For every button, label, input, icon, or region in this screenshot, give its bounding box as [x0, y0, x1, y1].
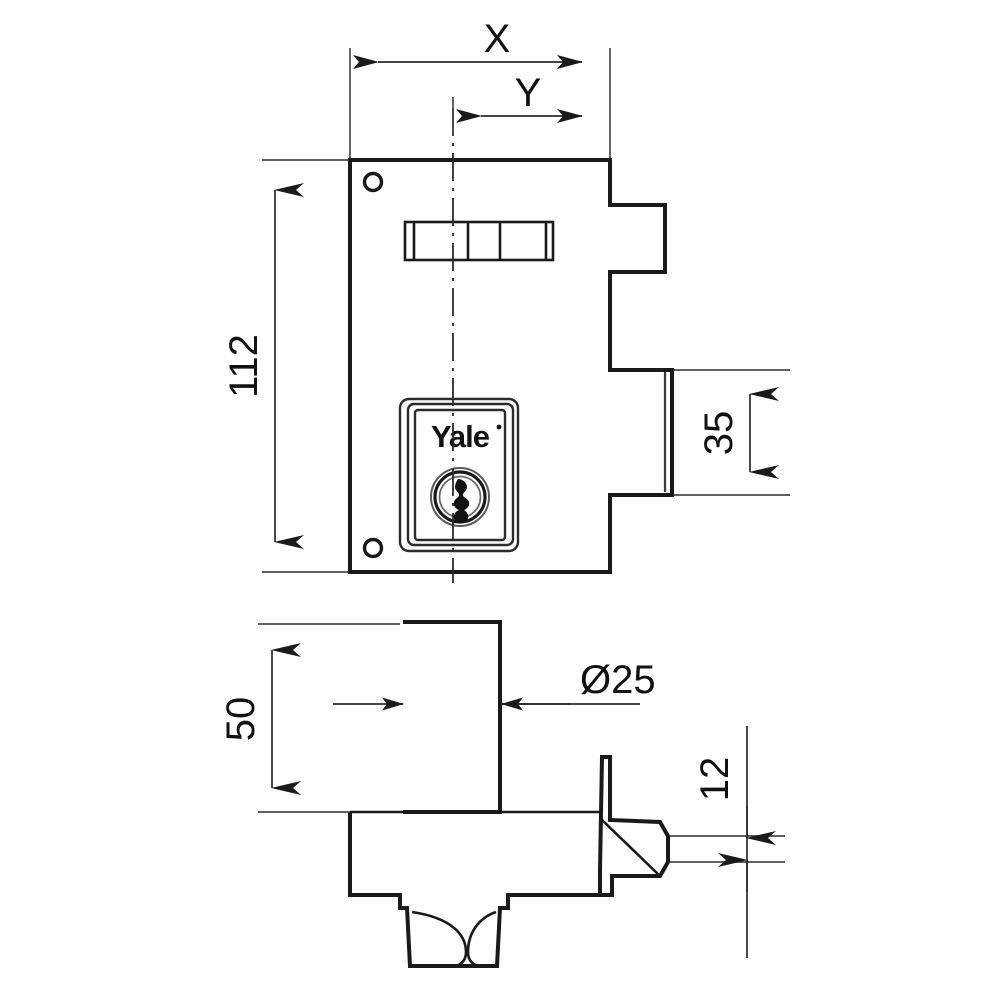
bolt-nose-group — [411, 910, 497, 968]
dim-x-label: X — [484, 17, 511, 61]
dim-y-label: Y — [515, 71, 542, 115]
bolt-nose-lobe-right — [466, 910, 497, 968]
yale-wordmark: Yale — [431, 419, 490, 454]
dim-d25-label: Ø25 — [580, 658, 656, 702]
latch-chamfer-diagonal — [601, 819, 661, 877]
dim-112-label: 112 — [222, 334, 266, 398]
dimension-x: X — [349, 17, 611, 158]
dimension-35: 35 — [674, 369, 790, 496]
cylinder-barrel — [403, 620, 502, 814]
mounting-hole-bottom — [362, 537, 384, 559]
yale-registered-dot — [496, 424, 502, 430]
dimension-112: 112 — [222, 159, 348, 573]
bolt-window-outer — [403, 220, 555, 262]
mounting-hole-top — [362, 171, 384, 193]
dimension-50: 50 — [219, 623, 400, 813]
latch-outline — [609, 818, 670, 878]
keyhole-silhouette — [453, 479, 470, 524]
bottom-view-group: Ø25 50 12 — [219, 620, 785, 968]
dimension-y: Y — [452, 71, 583, 135]
dim-35-label: 35 — [697, 411, 741, 456]
bolt-window-group — [403, 220, 555, 262]
bolt-nose-lobe-left — [411, 910, 468, 968]
dimension-12: 12 — [670, 726, 785, 958]
dimension-d25: Ø25 — [333, 658, 656, 711]
front-view-group: Yale X Y — [222, 17, 790, 583]
cylinder-escutcheon-group: Yale — [398, 397, 520, 553]
lock-body-profile — [348, 755, 670, 968]
dim-50-label: 50 — [219, 697, 263, 742]
lock-case-outline — [348, 158, 674, 574]
dim-12-label: 12 — [693, 757, 737, 802]
